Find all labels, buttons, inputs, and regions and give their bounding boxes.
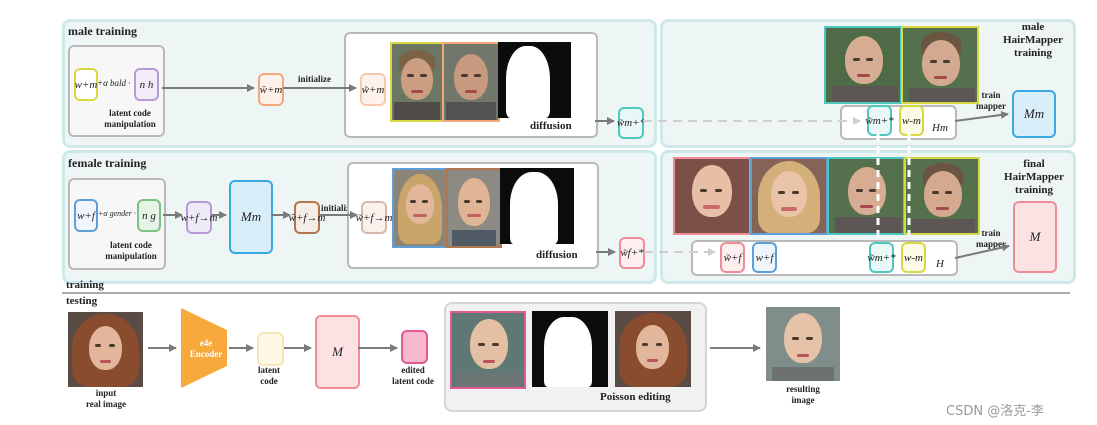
male-bald-result-photo	[824, 26, 902, 104]
poisson-editing-label: Poisson editing	[600, 391, 671, 403]
training-label: training	[66, 279, 104, 291]
testing-label: testing	[66, 295, 98, 307]
final-female-hair-photo	[750, 157, 828, 235]
female-training-title: female training	[68, 156, 147, 170]
train-mapper-label-final: train mapper	[976, 228, 1006, 249]
edited-bald-face	[450, 311, 526, 389]
poisson-real-face	[615, 311, 691, 387]
initialize-label-male: initialize	[298, 74, 331, 84]
mm-mapper-female-box: Mm	[229, 180, 273, 254]
wm-tilde-code: w̃+m	[360, 73, 386, 106]
train-test-divider	[62, 292, 1070, 294]
nh-code: n h	[134, 68, 159, 101]
latent-code-box	[257, 332, 284, 366]
final-male-hair-photo	[904, 157, 980, 235]
wm-minus-code: w-m	[899, 105, 924, 136]
e4e-encoder-shape	[181, 308, 227, 388]
wm-hat-code: ŵ+m	[258, 73, 284, 106]
female-hair-photo	[392, 168, 448, 248]
wm-diffused-final-code: w̃m+*	[867, 242, 896, 273]
resulting-image	[766, 307, 840, 381]
resulting-image-label: resulting image	[786, 384, 820, 405]
male-training-title: male training	[68, 24, 137, 38]
male-hair-photo	[390, 42, 444, 122]
wm-minus-final-code: w-m	[901, 242, 926, 273]
final-male-bald-photo	[827, 157, 905, 235]
latent-code-label: latent code	[258, 365, 280, 386]
female-bald-photo	[446, 168, 502, 248]
wm-diffused-pair-code: w̃m+*	[865, 105, 894, 136]
input-real-image	[68, 312, 143, 387]
alpha-gender-text: +α gender ·	[98, 209, 136, 218]
wfm-hat-code: ŵ+f→m	[289, 201, 325, 234]
diffusion-label-female: diffusion	[536, 249, 578, 261]
ng-code: n g	[137, 199, 161, 232]
hm-label: Hm	[932, 122, 948, 134]
wfm-plus-code: w+f→m	[181, 201, 217, 234]
male-hair-mask	[498, 42, 571, 118]
wm-plus-code: w+m	[74, 68, 98, 101]
wf-plus-code: w+f	[74, 199, 98, 232]
latent-code-manipulation-label-female: latent code manipulation	[105, 240, 157, 261]
female-hair-mask	[500, 168, 574, 244]
wf-tilde-pair-code: w̃+f	[720, 242, 745, 273]
wm-diffused-code: w̃m+*	[617, 107, 645, 139]
edited-latent-code-label: edited latent code	[392, 365, 434, 386]
alpha-bald-text: +α bald ·	[97, 78, 131, 88]
input-real-image-label: input real image	[85, 388, 127, 409]
latent-code-manipulation-label-male: latent code manipulation	[104, 108, 156, 129]
poisson-hair-mask	[532, 311, 608, 387]
edited-latent-code-box	[401, 330, 428, 364]
final-female-bald-photo	[673, 157, 751, 235]
mm-mapper-box: Mm	[1012, 90, 1056, 138]
m-test-mapper-box: M	[315, 315, 360, 389]
male-bald-photo	[442, 42, 500, 122]
m-mapper-box: M	[1013, 201, 1057, 273]
h-label: H	[936, 258, 944, 270]
final-hairmapper-title: final HairMapper training	[1004, 158, 1064, 196]
male-hairmapper-title: male HairMapper training	[1003, 21, 1063, 59]
initialize-label-female: initialize	[321, 203, 354, 213]
diffusion-label-male: diffusion	[530, 120, 572, 132]
wfm-tilde-code: w̃+f→m	[356, 201, 392, 234]
train-mapper-label-male: train mapper	[976, 90, 1006, 111]
wf-diffused-code: w̃f+*	[619, 237, 645, 269]
watermark: CSDN @洛克-李	[946, 404, 1044, 419]
male-hair-result-photo	[901, 26, 979, 104]
e4e-encoder-label: e4e Encoder	[189, 338, 223, 359]
wf-plain-pair-code: w+f	[752, 242, 777, 273]
